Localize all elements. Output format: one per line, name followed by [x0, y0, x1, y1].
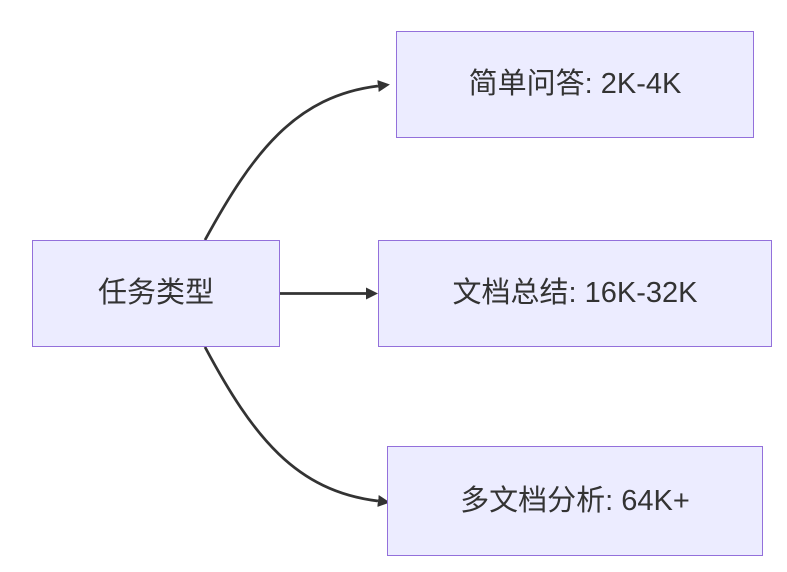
- node-simple-qa-label: 简单问答: 2K-4K: [468, 68, 682, 101]
- edge-root-to-simple-qa-arrow: [203, 80, 390, 241]
- node-task-type-label: 任务类型: [97, 277, 214, 310]
- node-multi-doc: 多文档分析: 64K+: [387, 446, 763, 556]
- edge-root-to-multi-doc-arrow: [203, 346, 390, 507]
- node-simple-qa: 简单问答: 2K-4K: [396, 31, 754, 138]
- node-doc-summary-label: 文档总结: 16K-32K: [452, 277, 698, 310]
- node-multi-doc-label: 多文档分析: 64K+: [460, 484, 690, 517]
- node-doc-summary: 文档总结: 16K-32K: [378, 240, 772, 347]
- node-task-type: 任务类型: [32, 240, 280, 347]
